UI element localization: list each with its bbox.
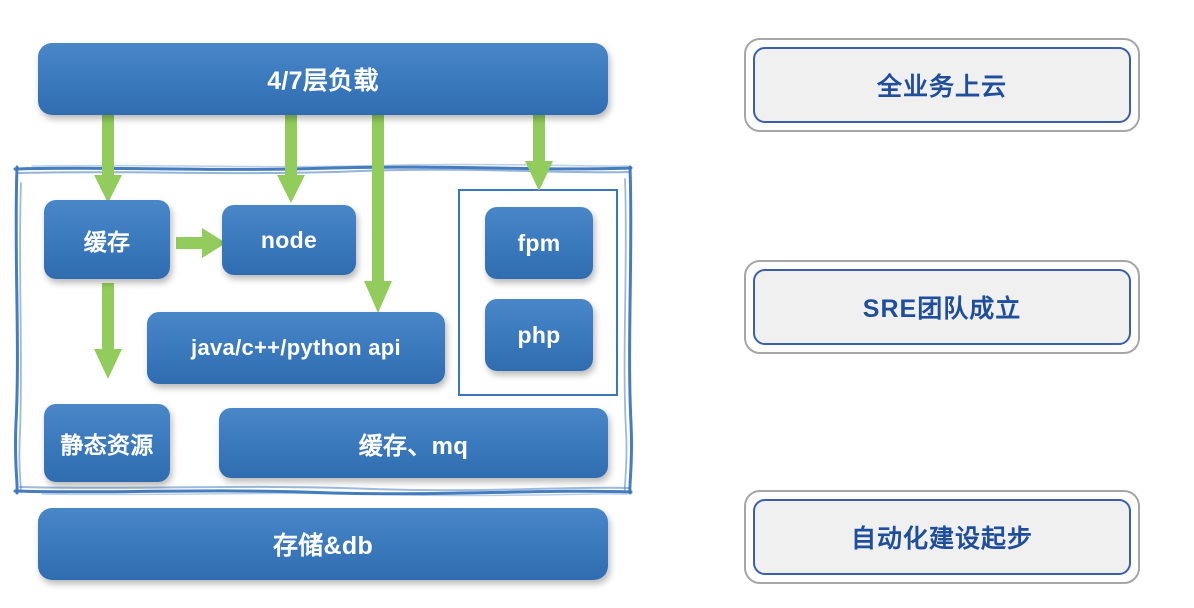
milestone-card-1-inner: 全业务上云 [753, 47, 1131, 123]
node-php-label: php [517, 321, 561, 348]
node-cache-mq[interactable]: 缓存、mq [219, 408, 608, 478]
milestone-card-2-label: SRE团队成立 [862, 295, 1022, 323]
milestone-card-1[interactable]: 全业务上云 [744, 38, 1140, 132]
arrow-lb-to-api [361, 115, 395, 315]
node-cache-label: 缓存 [83, 228, 131, 255]
node-cache-mq-label: 缓存、mq [358, 432, 469, 460]
node-static-resources[interactable]: 静态资源 [44, 404, 170, 482]
node-fpm[interactable]: fpm [485, 207, 593, 279]
php-stack-group: fpm php [458, 189, 618, 396]
milestone-card-3[interactable]: 自动化建设起步 [744, 490, 1140, 584]
node-node-label: node [260, 226, 318, 253]
node-node[interactable]: node [222, 205, 356, 275]
milestone-card-1-label: 全业务上云 [876, 73, 1007, 101]
milestone-card-2[interactable]: SRE团队成立 [744, 260, 1140, 354]
node-storage-db-label: 存储&db [272, 532, 374, 560]
milestone-card-3-label: 自动化建设起步 [850, 525, 1033, 553]
node-load-balancer-label: 4/7层负载 [267, 67, 379, 95]
node-api-label: java/c++/python api [191, 335, 401, 360]
milestone-card-3-inner: 自动化建设起步 [753, 499, 1131, 575]
arrow-lb-to-node [275, 115, 307, 205]
node-fpm-label: fpm [517, 229, 561, 256]
arrow-lb-to-cache [92, 115, 124, 205]
node-static-resources-label: 静态资源 [60, 432, 154, 458]
node-php[interactable]: php [485, 299, 593, 371]
node-load-balancer[interactable]: 4/7层负载 [38, 43, 608, 115]
milestone-card-2-inner: SRE团队成立 [753, 269, 1131, 345]
node-cache[interactable]: 缓存 [44, 200, 170, 279]
node-storage-db[interactable]: 存储&db [38, 508, 608, 580]
arrow-lb-to-php-group [523, 115, 555, 195]
arrow-cache-to-node [176, 225, 228, 261]
arrow-cache-to-static [92, 283, 124, 381]
node-api[interactable]: java/c++/python api [147, 312, 445, 384]
